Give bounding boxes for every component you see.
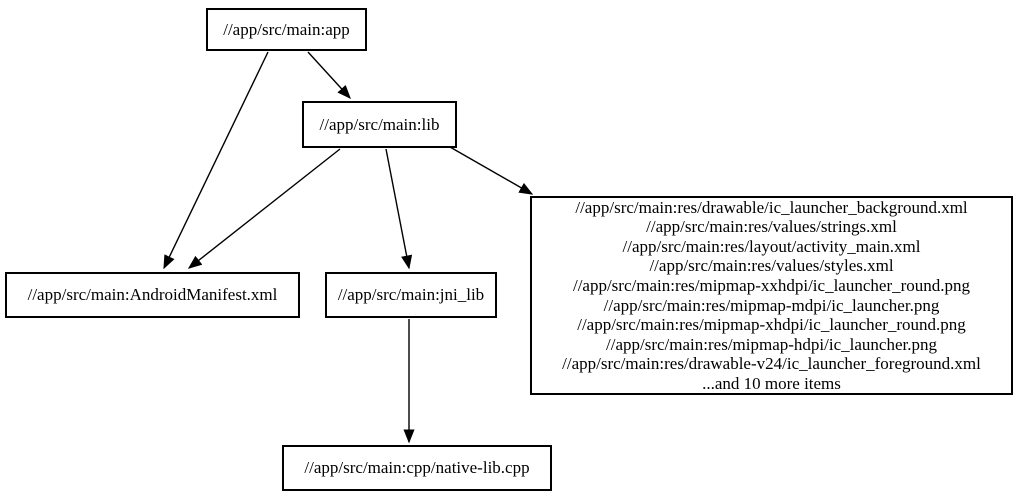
resources-line: //app/src/main:res/layout/activity_main.… [622,236,921,256]
edge-lib-jnilib [385,148,413,270]
resources-line: //app/src/main:res/values/strings.xml [646,217,897,237]
node-jnilib-label: //app/src/main:jni_lib [337,285,485,304]
node-lib: //app/src/main:lib [302,101,457,148]
resources-line: //app/src/main:res/mipmap-xxhdpi/ic_laun… [572,275,971,295]
edge-app-lib [307,51,351,100]
node-nativelib: //app/src/main:cpp/native-lib.cpp [282,445,552,491]
node-androidmanifest: //app/src/main:AndroidManifest.xml [5,272,300,318]
node-jnilib: //app/src/main:jni_lib [325,272,497,318]
edge-lib-androidmanifest [187,148,341,269]
resources-line: //app/src/main:res/drawable-v24/ic_launc… [562,354,981,374]
node-app: //app/src/main:app [206,8,367,51]
resources-more-items: ...and 10 more items [702,373,841,393]
edge-app-androidmanifest [163,51,269,270]
node-resources: //app/src/main:res/drawable/ic_launcher_… [530,196,1013,395]
resources-line: //app/src/main:res/mipmap-hdpi/ic_launch… [606,334,937,354]
resources-line: //app/src/main:res/mipmap-mdpi/ic_launch… [603,295,940,315]
edge-lib-resources [449,146,534,195]
resources-line: //app/src/main:res/mipmap-xhdpi/ic_launc… [577,315,966,335]
node-nativelib-label: //app/src/main:cpp/native-lib.cpp [304,458,530,477]
resources-line: //app/src/main:res/drawable/ic_launcher_… [575,197,968,217]
node-androidmanifest-label: //app/src/main:AndroidManifest.xml [27,285,278,304]
resources-line: //app/src/main:res/values/styles.xml [649,256,894,276]
node-app-label: //app/src/main:app [223,19,350,39]
node-lib-label: //app/src/main:lib [319,114,440,134]
